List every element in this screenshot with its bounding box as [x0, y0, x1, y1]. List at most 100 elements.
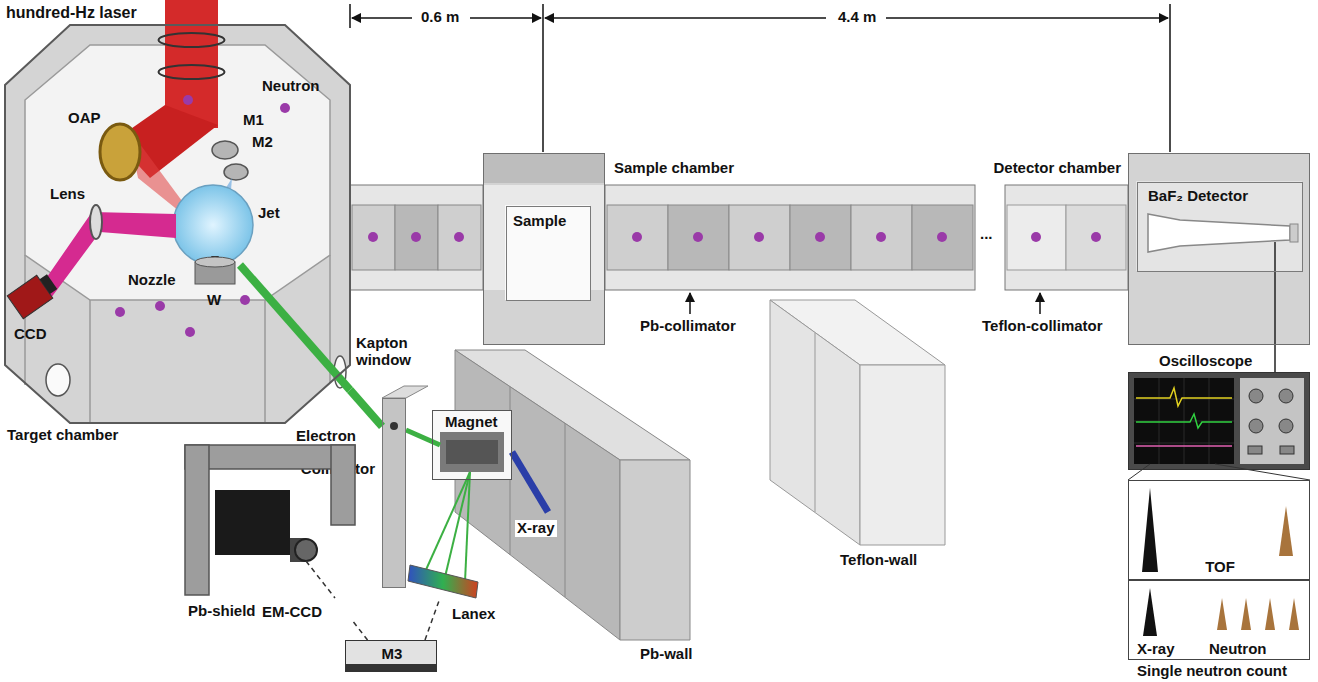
pb-collimator [607, 205, 668, 270]
part-label: EM-CCD [262, 604, 322, 621]
target-chamber-body [25, 255, 330, 423]
oscilloscope-drawing [1249, 389, 1263, 403]
pb-collimator [605, 185, 975, 290]
sample-chamber-body [505, 205, 590, 300]
teflon-collimator [1005, 185, 1128, 290]
part-label: Teflon-collimator [982, 318, 1103, 335]
part-label: Kapton window [356, 335, 422, 368]
part-label: X-ray [515, 520, 557, 537]
pb-collimator [851, 205, 912, 270]
teflon-wall [860, 365, 945, 545]
laser-optics [159, 65, 225, 79]
magnet: Magnet [432, 410, 512, 480]
node-label: Neutron [1209, 641, 1267, 658]
oscilloscope-drawing [1248, 389, 1294, 454]
teflon-collimator [1066, 205, 1126, 270]
chamber-outline [5, 25, 350, 423]
pb-collimator [912, 205, 973, 270]
beamline-neutrons [815, 232, 825, 242]
oscilloscope-drawing [1249, 419, 1263, 433]
beamline-neutrons [368, 232, 378, 242]
part-label: CCD [14, 326, 47, 343]
oscilloscope-drawing [1240, 378, 1304, 464]
oscilloscope: Oscilloscope [1128, 372, 1310, 470]
detector-chamber: Detector chamberBaF₂ Detector [1128, 153, 1310, 345]
teflon-collimator [1005, 185, 1128, 290]
part-label: Neutron [262, 78, 320, 95]
dimension-lines [352, 17, 412, 19]
part-label: M1 [243, 112, 264, 129]
spectrometer [382, 386, 428, 398]
tof-traces [1217, 598, 1227, 630]
target-chamber-body [24, 255, 26, 385]
pb-collimator [668, 205, 729, 270]
spectrometer [425, 472, 470, 572]
mirror-body [345, 664, 437, 672]
oscilloscope-drawing [1280, 446, 1294, 454]
part-label: W [207, 292, 221, 309]
sample-chamber: Sample chamberSample [483, 153, 605, 345]
dimension-lines [350, 4, 1170, 152]
neutron-dots [183, 95, 193, 105]
target-chamber-body [46, 364, 70, 396]
node-label: TOF [1205, 559, 1235, 576]
node-label: Detector chamber [993, 160, 1121, 177]
spectrometer [390, 422, 398, 430]
laser-optics [173, 185, 253, 265]
beamline-neutrons [454, 232, 464, 242]
part-label: Jet [258, 205, 280, 222]
signal-cable [1274, 345, 1276, 372]
part-label: Nozzle [128, 272, 176, 289]
part-label: Pb-wall [640, 646, 693, 663]
teflon-wall [770, 300, 945, 545]
part-label: M2 [252, 134, 273, 151]
mirror-body [345, 640, 437, 672]
oscilloscope-drawing [1248, 446, 1262, 454]
node-label: Oscilloscope [1159, 353, 1252, 370]
oscilloscope-drawing [1184, 378, 1185, 464]
oscilloscope-drawing [1159, 378, 1160, 464]
tof-traces [1279, 506, 1293, 556]
pb-collimator [790, 205, 851, 270]
spectrometer [512, 452, 548, 512]
mirror-m3: M3 [345, 640, 437, 672]
teflon-collimator [1007, 205, 1066, 270]
shield-outline [185, 445, 355, 595]
oscilloscope-drawing [1128, 372, 1310, 480]
pb-shield: Pb-shield [185, 445, 355, 622]
em-ccd-camera [306, 561, 335, 598]
oscilloscope-drawing [1136, 445, 1232, 447]
lead-panel [185, 445, 209, 595]
beamline-neutrons [693, 232, 703, 242]
neutron-dots [185, 327, 195, 337]
laser-optics [40, 274, 58, 294]
pb-wall [620, 460, 690, 640]
em-ccd-camera [215, 490, 335, 598]
beamline-neutrons [1031, 232, 1041, 242]
leader-arrows [689, 293, 691, 314]
detector-chamber-body [1136, 181, 1302, 271]
em-ccd-camera [295, 539, 317, 561]
part-label: hundred-Hz laser [6, 4, 137, 22]
beamline-neutrons [876, 232, 886, 242]
detector-chamber-body [1290, 224, 1298, 242]
electron-beam [350, 390, 382, 426]
part-label: Pb-collimator [640, 318, 736, 335]
oscilloscope-drawing [1136, 414, 1232, 428]
node-label: Single neutron count [1137, 663, 1287, 680]
spectrometer [432, 410, 512, 480]
laser-optics [100, 124, 140, 180]
beamline-neutrons [1091, 232, 1101, 242]
detector-chamber-body [1128, 153, 1310, 345]
pb-wall [565, 423, 566, 597]
node-label: M3 [382, 646, 403, 663]
leader-arrows [1039, 293, 1041, 314]
neutron-dots [155, 301, 165, 311]
neutron-dots [280, 103, 290, 113]
tof-traces [1128, 480, 1310, 580]
laser-optics [195, 257, 235, 267]
beamline-pipe [352, 205, 395, 270]
oscilloscope-drawing [1279, 419, 1293, 433]
